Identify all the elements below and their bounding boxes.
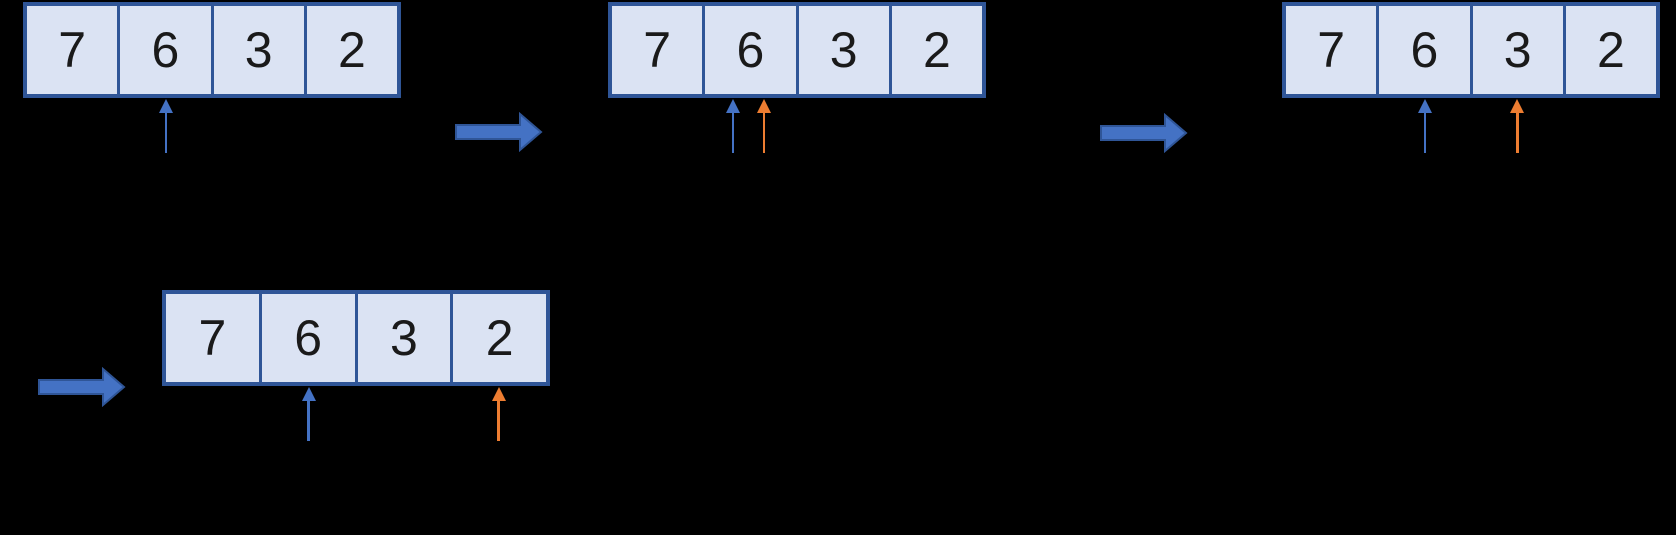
- array-cell: 3: [1469, 6, 1563, 94]
- blue-pointer-arrowhead: [1417, 99, 1432, 113]
- array-cell: 2: [303, 6, 397, 94]
- blue-pointer-line: [164, 113, 167, 153]
- orange-pointer-arrowhead: [491, 387, 506, 401]
- array-cell: 3: [795, 6, 889, 94]
- array-cell: 3: [354, 294, 451, 382]
- array-cell: 7: [643, 22, 672, 78]
- array-cell: 2: [450, 294, 546, 382]
- blue-pointer-line: [307, 401, 310, 441]
- array-cell: 3: [210, 6, 304, 94]
- orange-pointer-arrow: [491, 387, 507, 441]
- array-cell: 6: [117, 6, 210, 94]
- array-cell: 7: [198, 310, 227, 366]
- array-cell: 7: [58, 22, 87, 78]
- array-cell: 2: [1562, 6, 1656, 94]
- array-cell: 6: [258, 294, 355, 382]
- blue-pointer-line: [731, 113, 734, 153]
- orange-pointer-arrow: [1509, 99, 1525, 153]
- blue-pointer-arrowhead: [158, 99, 173, 113]
- blue-pointer-arrowhead: [725, 99, 740, 113]
- transition-arrow-icon-3: [38, 367, 126, 407]
- transition-arrow-icon-2: [1100, 113, 1188, 153]
- orange-pointer-line: [762, 113, 765, 153]
- blue-pointer-arrow: [1417, 99, 1433, 153]
- blue-pointer-arrow: [725, 99, 741, 153]
- array-cell: 7: [1317, 22, 1346, 78]
- orange-pointer-arrow: [756, 99, 772, 153]
- orange-pointer-line: [497, 401, 500, 441]
- orange-pointer-arrowhead: [1510, 99, 1525, 113]
- array-cell: 6: [702, 6, 795, 94]
- array-cell: 6: [1376, 6, 1469, 94]
- array-cell: 2: [888, 6, 982, 94]
- orange-pointer-line: [1516, 113, 1519, 153]
- blue-pointer-arrow: [158, 99, 174, 153]
- transition-arrow-icon-1: [455, 112, 543, 152]
- blue-pointer-arrowhead: [301, 387, 316, 401]
- blue-pointer-arrow: [301, 387, 317, 441]
- orange-pointer-arrowhead: [756, 99, 771, 113]
- blue-pointer-line: [1423, 113, 1426, 153]
